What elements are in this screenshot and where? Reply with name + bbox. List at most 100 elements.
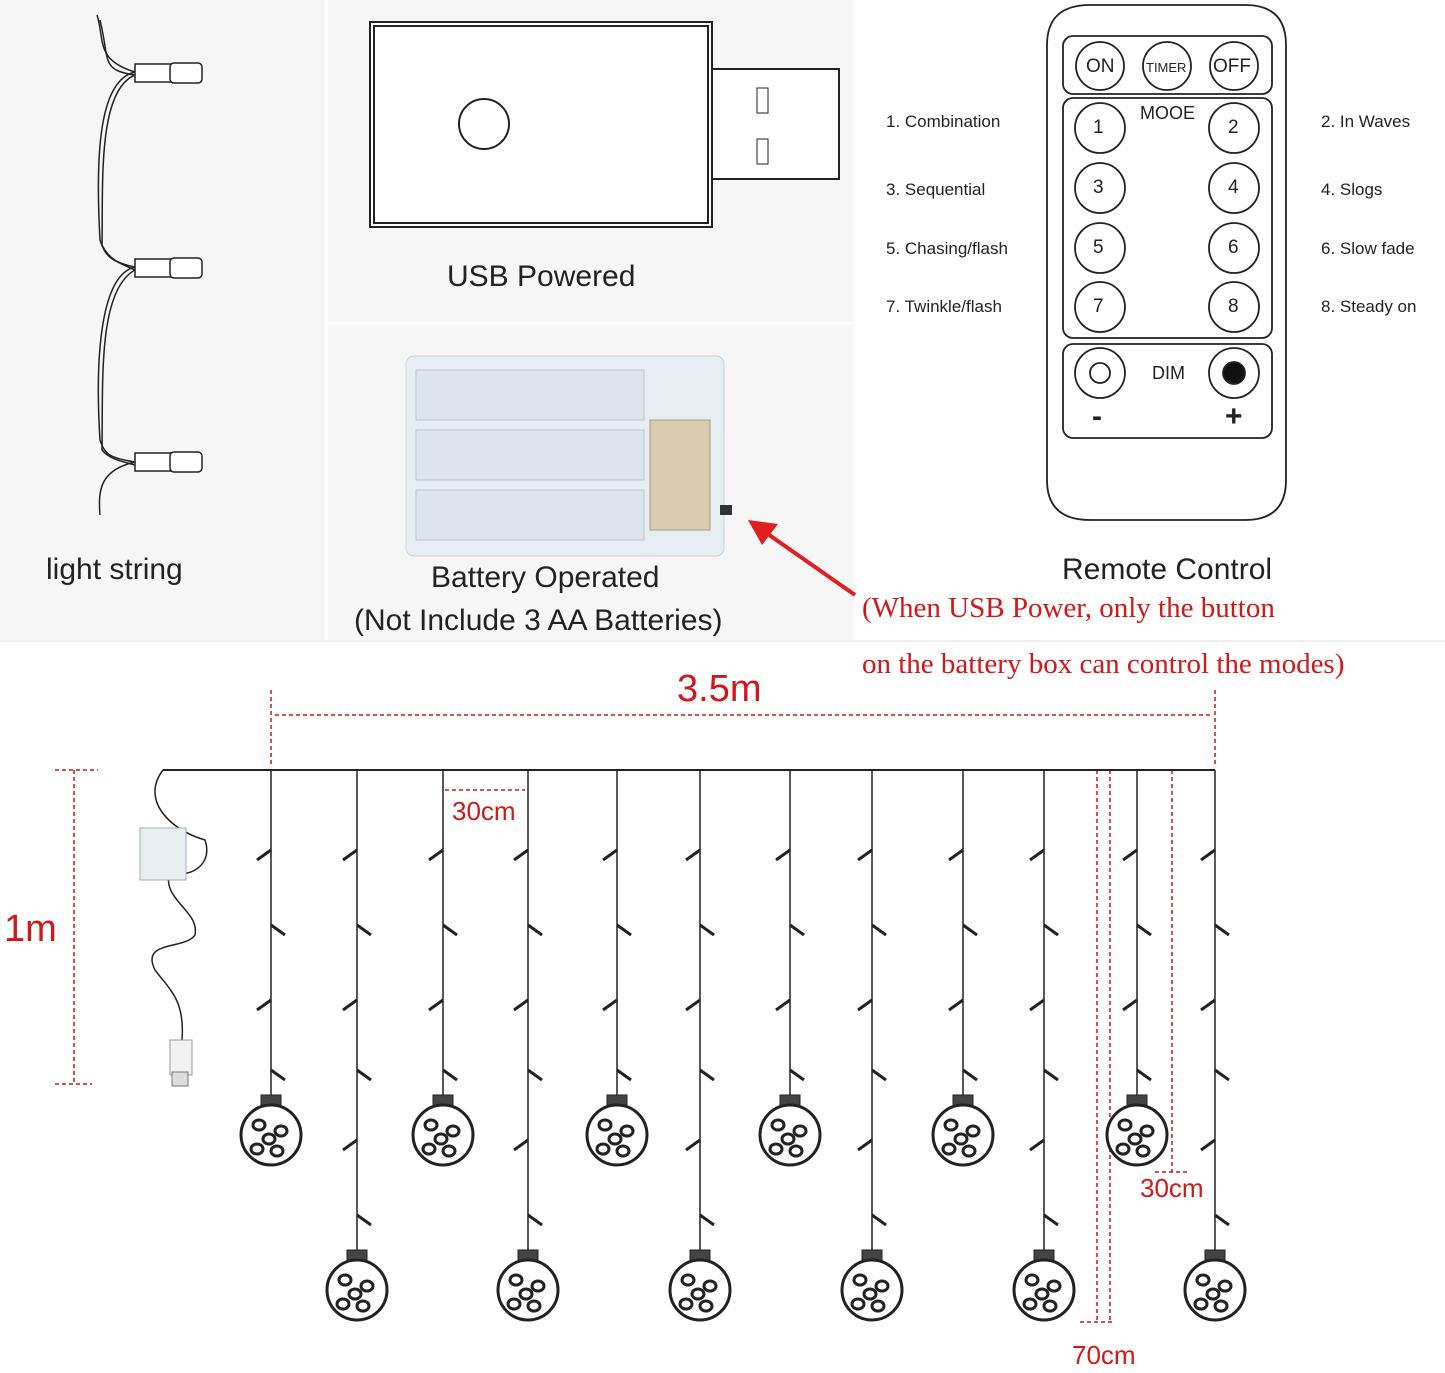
- bulb: [948, 998, 964, 1012]
- ornament-dot: [355, 1299, 371, 1313]
- bulb: [857, 1138, 873, 1152]
- ornament-dot: [526, 1299, 542, 1313]
- mode-description: 5. Chasing/flash: [886, 239, 1008, 258]
- ornament-dot: [445, 1124, 461, 1138]
- mode-button-6[interactable]: 6: [1228, 237, 1239, 258]
- bulb: [270, 923, 286, 937]
- bulb: [948, 848, 964, 862]
- spacing-label: 30cm: [452, 796, 516, 826]
- bulb: [962, 923, 978, 937]
- mode-description: 4. Slogs: [1321, 180, 1383, 199]
- curtain-lights: [163, 769, 1247, 1322]
- mode-button-4[interactable]: 4: [1228, 177, 1239, 198]
- battery-caption-note: (Not Include 3 AA Batteries): [354, 604, 723, 637]
- ornament-dot: [337, 1273, 353, 1287]
- mode-button-8[interactable]: 8: [1228, 296, 1239, 317]
- bulb: [1214, 1068, 1230, 1082]
- height-label: 1m: [4, 908, 57, 950]
- ornament-dot: [1127, 1132, 1143, 1146]
- dim-plus-button[interactable]: +: [1225, 400, 1243, 433]
- ornament-dot: [780, 1132, 796, 1146]
- bulb: [699, 1068, 715, 1082]
- ornament-dot: [506, 1297, 522, 1311]
- bulb: [527, 1213, 543, 1227]
- remote-caption: Remote Control: [1062, 553, 1273, 586]
- dimension-lines: [55, 690, 1216, 1323]
- mode-description: 7. Twinkle/flash: [886, 297, 1002, 316]
- light-string-caption: light string: [46, 553, 183, 586]
- bulb: [1200, 848, 1216, 862]
- mode-button-1[interactable]: 1: [1093, 117, 1104, 138]
- bulb: [857, 848, 873, 862]
- mode-button-2[interactable]: 2: [1228, 117, 1239, 138]
- bulb: [1029, 848, 1045, 862]
- bulb: [256, 998, 272, 1012]
- bulb: [685, 998, 701, 1012]
- ornament-dot: [1115, 1142, 1131, 1156]
- ornament-dot: [251, 1118, 267, 1132]
- ornament-dot: [421, 1142, 437, 1156]
- mode-label: MOOE: [1140, 103, 1196, 123]
- bulb: [513, 998, 529, 1012]
- light-string-icon: [96, 14, 203, 516]
- arrow-head-icon: [748, 520, 778, 545]
- bulb: [342, 1138, 358, 1152]
- small-battery-usb-icon: [139, 769, 208, 1087]
- mode-button-7[interactable]: 7: [1093, 296, 1104, 317]
- battery-caption: Battery Operated: [431, 561, 660, 594]
- bulb: [857, 998, 873, 1012]
- bulb: [775, 848, 791, 862]
- bulb: [428, 998, 444, 1012]
- ornament-dot: [678, 1297, 694, 1311]
- ornament-dot: [1022, 1297, 1038, 1311]
- ornament-dot: [607, 1132, 623, 1146]
- dim-minus-button[interactable]: -: [1092, 400, 1102, 433]
- ornament-dot: [615, 1144, 631, 1158]
- bulb: [356, 1213, 372, 1227]
- note-line-2: on the battery box can control the modes…: [862, 648, 1345, 680]
- bulb: [1200, 1138, 1216, 1152]
- bulb: [256, 848, 272, 862]
- ornament-dot: [269, 1144, 285, 1158]
- ornament-dot: [870, 1299, 886, 1313]
- ornament-dot: [680, 1273, 696, 1287]
- ornament-dot: [850, 1297, 866, 1311]
- bulb: [1043, 1213, 1059, 1227]
- ornament-dot: [965, 1124, 981, 1138]
- ornament-dot: [770, 1118, 786, 1132]
- bulb: [602, 998, 618, 1012]
- ornament-dot: [433, 1132, 449, 1146]
- bulb: [1043, 923, 1059, 937]
- bulb: [685, 848, 701, 862]
- mode-button-3[interactable]: 3: [1093, 177, 1104, 198]
- bulb: [602, 848, 618, 862]
- bulb: [342, 998, 358, 1012]
- ornament-dot: [273, 1124, 289, 1138]
- ornament-dot: [1139, 1124, 1155, 1138]
- light-string-panel: [0, 0, 325, 640]
- arrow-line: [753, 523, 857, 597]
- ornament-dot: [518, 1287, 534, 1301]
- off-button[interactable]: OFF: [1213, 56, 1251, 77]
- bulb: [871, 1213, 887, 1227]
- ornament-dot: [1034, 1287, 1050, 1301]
- ornament-dot: [508, 1273, 524, 1287]
- bulb: [1214, 923, 1230, 937]
- ornament-dot: [1135, 1144, 1151, 1158]
- bulb: [527, 923, 543, 937]
- bulb: [1214, 1213, 1230, 1227]
- bulb: [513, 848, 529, 862]
- ornament-dot: [1117, 1118, 1133, 1132]
- bulb: [1200, 998, 1216, 1012]
- ornament-dot: [359, 1279, 375, 1293]
- ornament-dot: [690, 1287, 706, 1301]
- timer-button[interactable]: TIMER: [1146, 60, 1187, 75]
- on-button[interactable]: ON: [1086, 56, 1115, 77]
- mode-button-5[interactable]: 5: [1093, 237, 1104, 258]
- ornament-dot: [335, 1297, 351, 1311]
- bulb: [513, 1138, 529, 1152]
- ornament-dot: [619, 1124, 635, 1138]
- remote-control-icon: [1046, 4, 1287, 521]
